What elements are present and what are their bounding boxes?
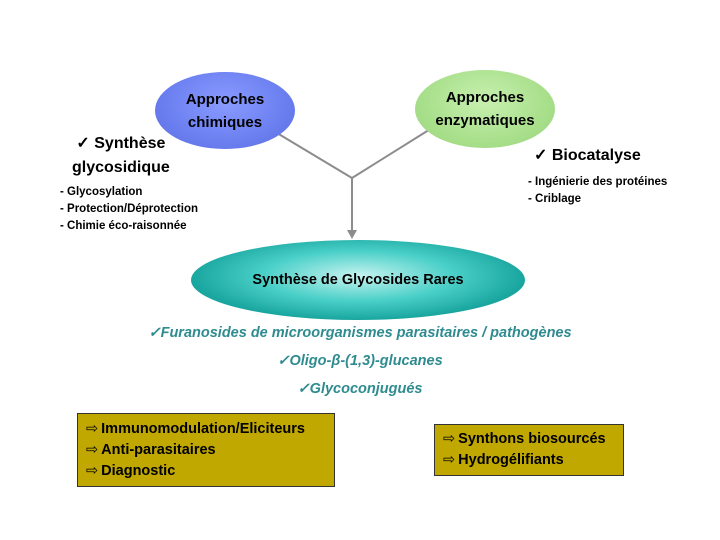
right-arrow-icon: ⇨: [443, 431, 456, 447]
target-item: ✓Oligo-β-(1,3)-glucanes: [277, 353, 443, 369]
node-rare-glycoside-synthesis: Synthèse de Glycosides Rares: [191, 240, 525, 320]
application-item: ⇨Synthons biosourcés: [443, 429, 623, 450]
right-panel-list: - Ingénierie des protéines - Criblage: [528, 174, 667, 208]
list-item: - Glycosylation: [60, 186, 143, 198]
right-arrow-icon: ⇨: [443, 452, 456, 468]
node-chemical-approaches: Approches chimiques: [155, 72, 295, 149]
node-enzymatic-line2: enzymatiques: [435, 112, 535, 129]
target-item: ✓Glycoconjugués: [297, 381, 423, 397]
node-chemical-line2: chimiques: [187, 113, 263, 131]
right-panel-title: ✓ Biocatalyse: [534, 147, 641, 164]
list-item: - Criblage: [528, 193, 582, 205]
application-item: ⇨Immunomodulation/Eliciteurs: [86, 419, 334, 440]
node-chemical-line1: Approches: [185, 90, 265, 108]
node-enzymatic-line1: Approches: [445, 89, 525, 106]
applications-box-right: ⇨Synthons biosourcés ⇨Hydrogélifiants: [434, 424, 624, 476]
node-synthesis-label: Synthèse de Glycosides Rares: [252, 271, 464, 288]
connector-enzymatic: [351, 127, 433, 179]
list-item: - Ingénierie des protéines: [528, 176, 668, 188]
left-panel-title: ✓ Synthèse glycosidique: [72, 132, 170, 180]
application-item: ⇨Diagnostic: [86, 461, 334, 482]
application-label: Anti-parasitaires: [101, 442, 216, 458]
application-item: ⇨Hydrogélifiants: [443, 450, 623, 471]
applications-box-left: ⇨Immunomodulation/Eliciteurs ⇨Anti-paras…: [77, 413, 335, 487]
right-arrow-icon: ⇨: [86, 442, 99, 458]
left-panel-title-line2: glycosidique: [72, 159, 170, 176]
application-label: Diagnostic: [101, 463, 176, 479]
target-list: ✓Furanosides de microorganismes parasita…: [0, 319, 720, 403]
right-arrow-icon: ⇨: [86, 463, 99, 479]
left-panel-title-line1: ✓ Synthèse: [76, 135, 166, 152]
arrow-head-icon: [347, 230, 357, 239]
right-arrow-icon: ⇨: [86, 421, 99, 437]
node-enzymatic-approaches: Approches enzymatiques: [415, 70, 555, 148]
application-label: Immunomodulation/Eliciteurs: [101, 421, 305, 437]
list-item: - Chimie éco-raisonnée: [60, 220, 187, 232]
application-label: Hydrogélifiants: [458, 452, 564, 468]
application-label: Synthons biosourcés: [458, 431, 606, 447]
list-item: - Protection/Déprotection: [60, 203, 199, 215]
connector-chemical: [271, 129, 353, 179]
application-item: ⇨Anti-parasitaires: [86, 440, 334, 461]
target-item: ✓Furanosides de microorganismes parasita…: [148, 325, 572, 341]
left-panel-list: - Glycosylation - Protection/Déprotectio…: [60, 184, 198, 235]
